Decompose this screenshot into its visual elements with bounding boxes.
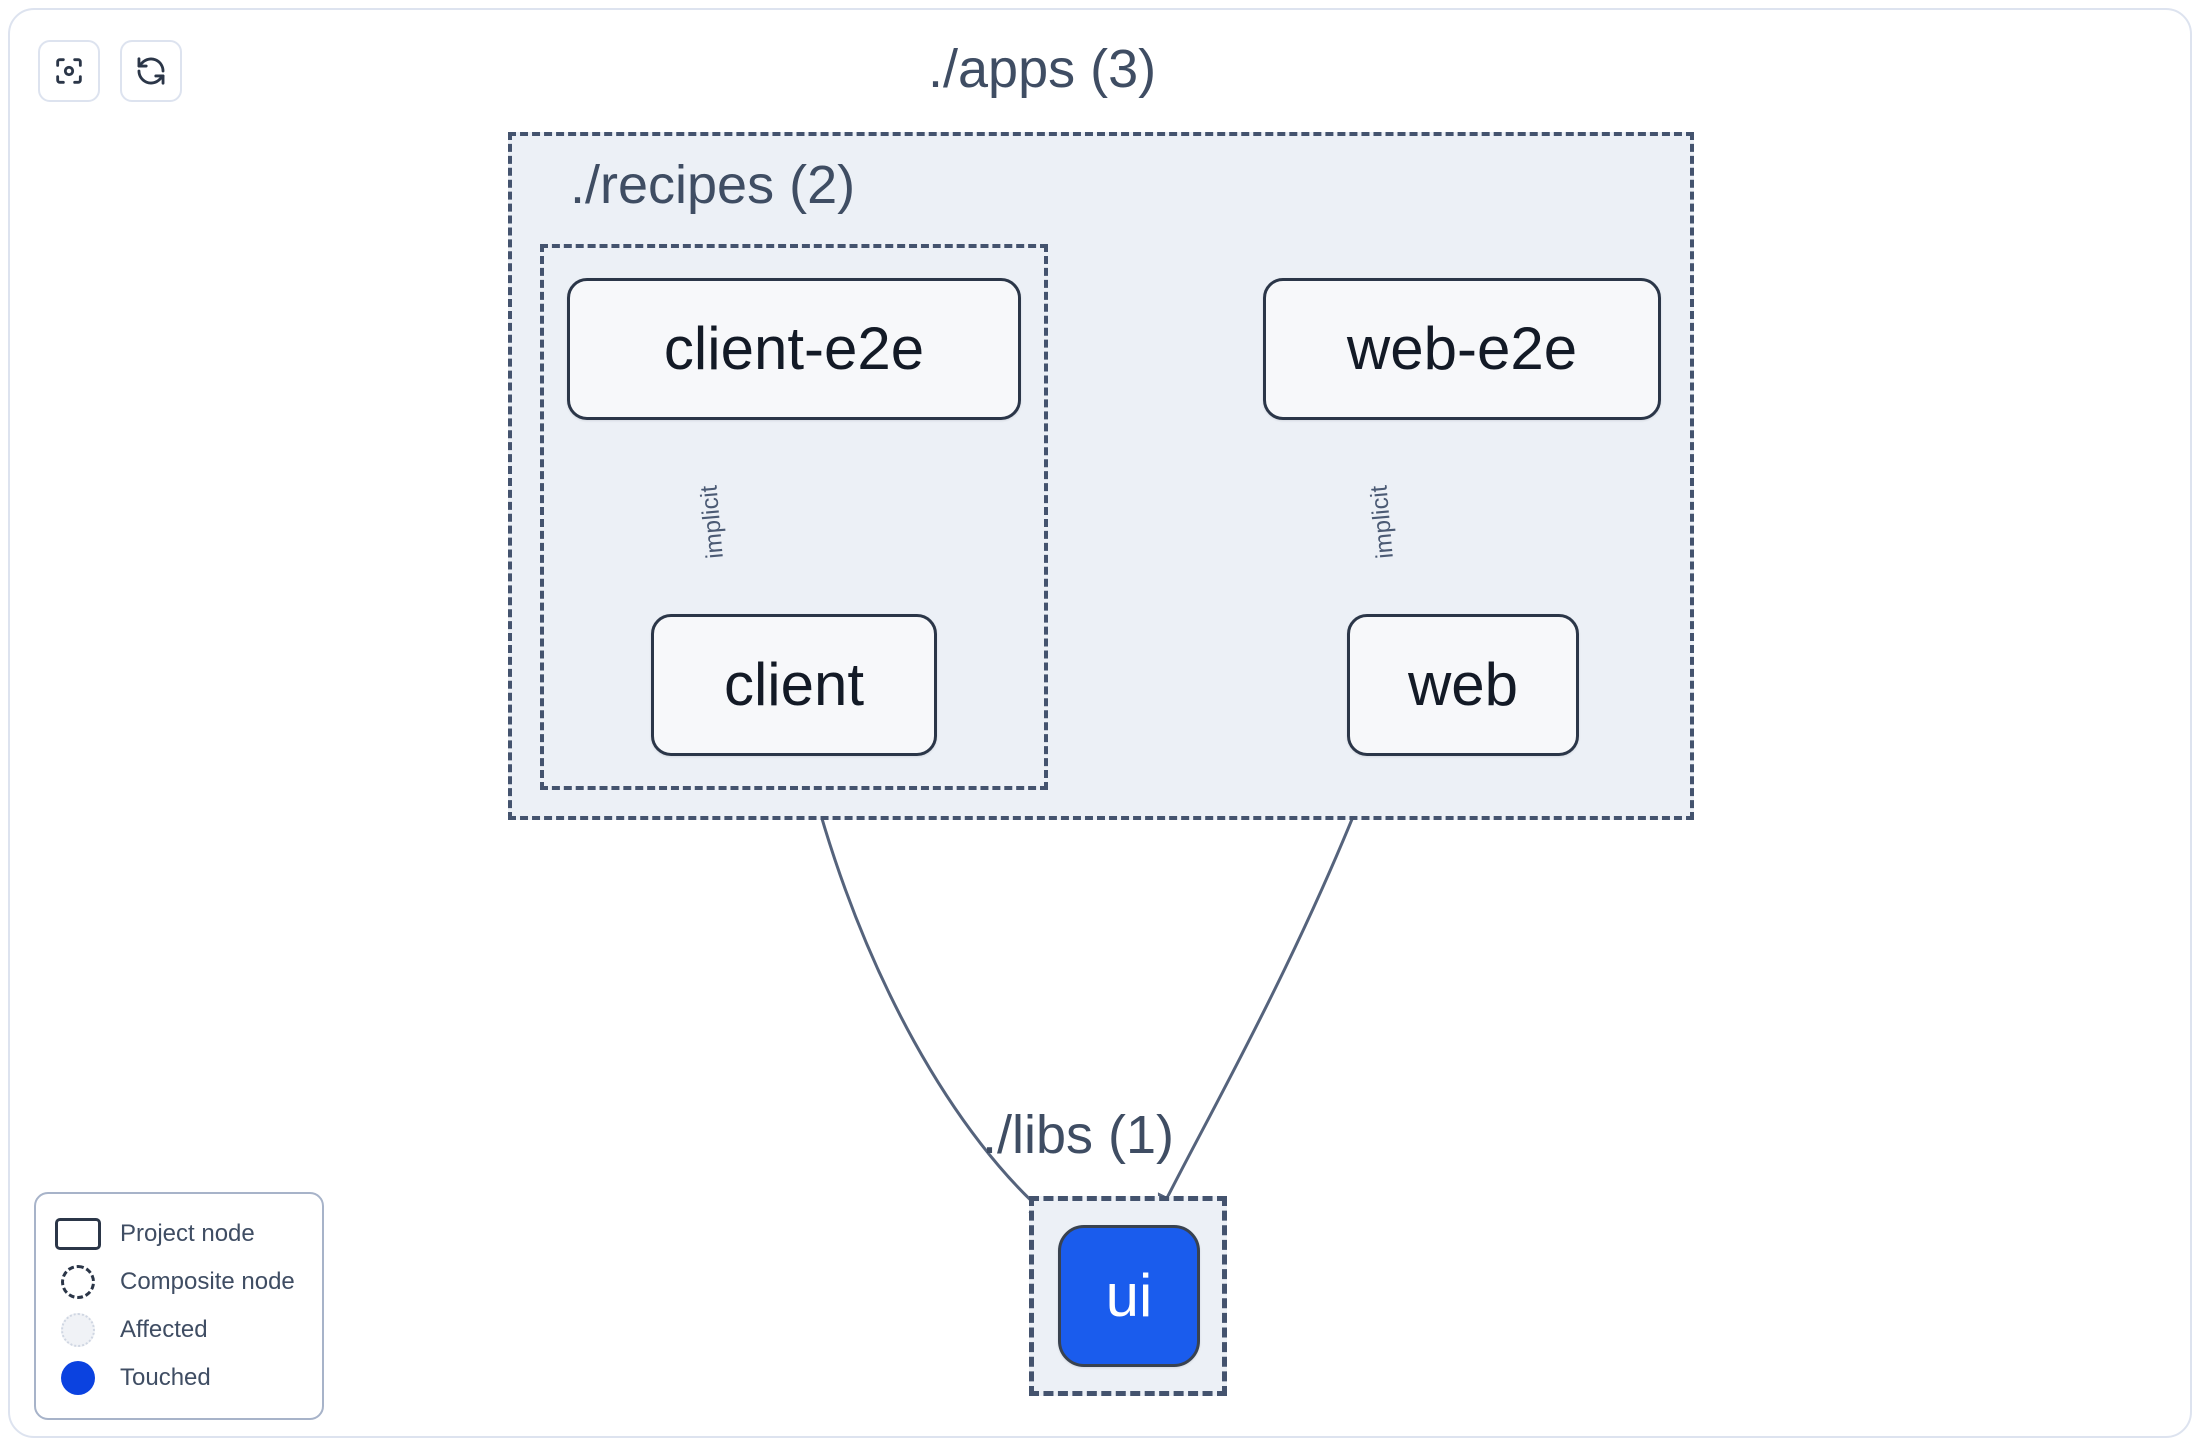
edge-label-web-implicit: implicit (1365, 484, 1399, 560)
node-label: web (1407, 651, 1519, 718)
touched-swatch-icon (54, 1361, 102, 1395)
legend-item-touched: Touched (54, 1354, 304, 1402)
legend-label: Composite node (120, 1268, 295, 1295)
legend-label: Project node (120, 1220, 255, 1247)
legend-item-project-node: Project node (54, 1210, 304, 1258)
project-node-client[interactable]: client (651, 614, 937, 756)
node-label: client (723, 651, 865, 718)
project-node-swatch-icon (54, 1217, 102, 1251)
project-node-ui[interactable]: ui (1058, 1225, 1200, 1367)
project-node-web[interactable]: web (1347, 614, 1579, 756)
legend-label: Affected (120, 1316, 208, 1343)
node-label: client-e2e (663, 315, 925, 382)
focus-icon (52, 54, 86, 88)
legend-label: Touched (120, 1364, 211, 1391)
node-label: web-e2e (1346, 315, 1578, 382)
group-label-apps: ./apps (3) (928, 39, 1157, 99)
group-label-recipes: ./recipes (2) (570, 155, 856, 215)
refresh-graph-button[interactable] (120, 40, 182, 102)
node-label: ui (1105, 1262, 1153, 1329)
edge-label-client-implicit: implicit (695, 484, 729, 560)
refresh-icon (134, 54, 168, 88)
affected-swatch-icon (54, 1313, 102, 1347)
project-node-web-e2e[interactable]: web-e2e (1263, 278, 1661, 420)
legend-item-affected: Affected (54, 1306, 304, 1354)
group-label-libs: ./libs (1) (982, 1105, 1175, 1165)
project-node-client-e2e[interactable]: client-e2e (567, 278, 1021, 420)
focus-graph-button[interactable] (38, 40, 100, 102)
legend-item-composite-node: Composite node (54, 1258, 304, 1306)
composite-node-swatch-icon (54, 1265, 102, 1299)
graph-legend: Project node Composite node Affected Tou… (34, 1192, 324, 1420)
graph-toolbar (38, 40, 182, 102)
